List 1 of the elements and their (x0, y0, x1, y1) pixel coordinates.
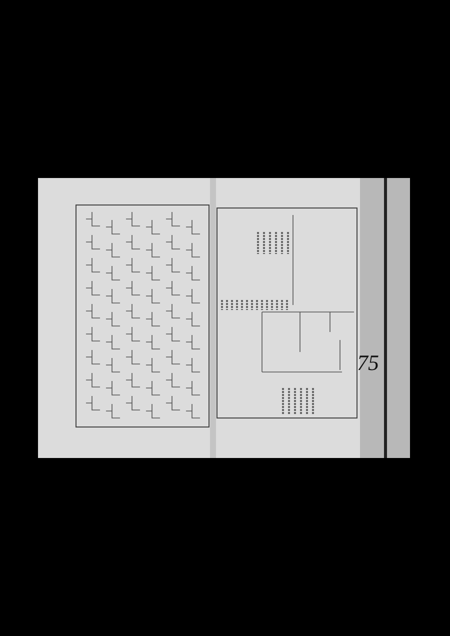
handwritten-number: 75 (357, 352, 379, 374)
